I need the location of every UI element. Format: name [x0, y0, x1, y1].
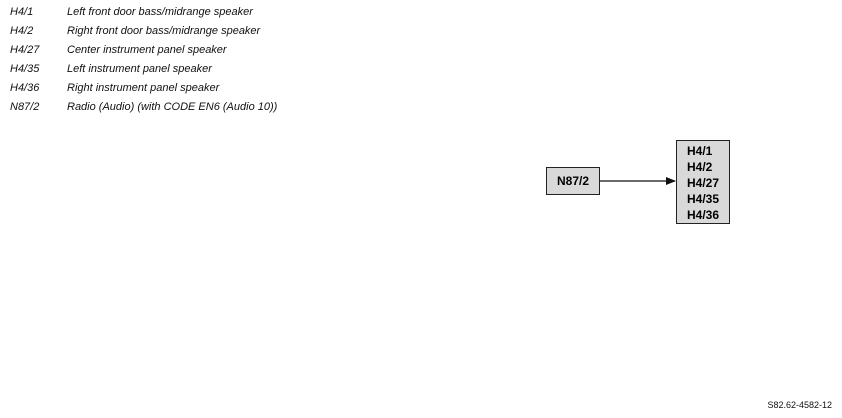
target-component-label: H4/36: [687, 208, 720, 222]
legend-description: Right instrument panel speaker: [67, 82, 220, 94]
target-component-label: H4/2: [687, 160, 713, 174]
target-component-box: H4/1 H4/2 H4/27 H4/35 H4/36: [676, 140, 730, 224]
target-component-label: H4/35: [687, 192, 720, 206]
legend-description: Center instrument panel speaker: [67, 44, 227, 56]
source-component-box: N87/2: [546, 167, 600, 195]
legend-code: H4/36: [10, 82, 40, 94]
legend-description: Right front door bass/midrange speaker: [67, 25, 261, 37]
legend-code: H4/27: [10, 44, 40, 56]
legend-code: N87/2: [10, 101, 40, 113]
legend-description: Left instrument panel speaker: [67, 63, 212, 75]
legend-code: H4/35: [10, 63, 40, 75]
target-component-label: H4/27: [687, 176, 720, 190]
legend-description: Radio (Audio) (with CODE EN6 (Audio 10)): [67, 101, 278, 113]
legend-code: H4/1: [10, 6, 34, 18]
diagram-reference-number: S82.62-4582-12: [767, 400, 832, 410]
legend-code: H4/2: [10, 25, 34, 37]
target-component-label: H4/1: [687, 144, 713, 158]
legend-description: Left front door bass/midrange speaker: [67, 6, 253, 18]
source-component-label: N87/2: [556, 174, 590, 188]
